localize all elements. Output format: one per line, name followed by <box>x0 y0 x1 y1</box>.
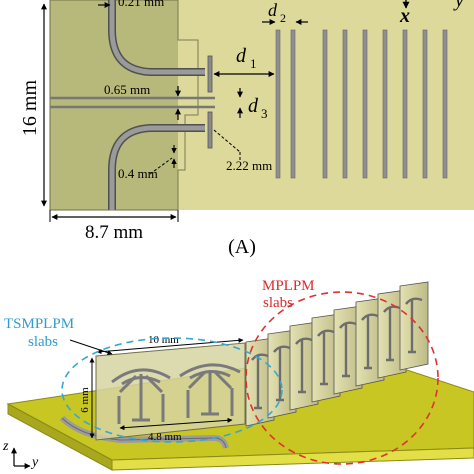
dim-10mm-label: 10 mm <box>148 334 179 346</box>
gap-04-label: 0.4 mm <box>118 166 158 181</box>
d1-subscript: 1 <box>250 56 257 71</box>
gap-222-label: 2.22 mm <box>226 158 272 173</box>
tsmplpm-element-right <box>179 363 241 418</box>
top-partial-label: 0.21 mm <box>118 0 164 9</box>
tsmplpm-slab <box>95 342 246 441</box>
tsmplpm-label-line1: TSMPLPM <box>4 316 74 332</box>
board-left-edge <box>7 403 113 471</box>
axis-y-label-b: y <box>30 455 39 470</box>
gap-04-leader <box>149 157 173 175</box>
panel-a-label: (A) <box>228 236 256 258</box>
mplpm-elements <box>251 297 423 410</box>
tsmplpm-label-line2: slabs <box>28 334 58 350</box>
mplpm-label-line1: MPLPM <box>262 278 315 294</box>
gap-065-label: 0.65 mm <box>104 82 150 97</box>
terminal-bar-upper <box>207 55 213 93</box>
d2-subscript: 2 <box>280 11 286 25</box>
dim-10mm-line <box>96 337 244 355</box>
tsmplpm-highlight-ellipse <box>61 337 283 443</box>
width-label: 8.7 mm <box>85 222 143 243</box>
mplpm-highlight-ellipse <box>245 291 439 465</box>
panel-a: 16 mm 8.7 mm 0.21 mm d 1 d 2 x y 0.65 mm… <box>19 0 474 258</box>
tsmplpm-leader-line <box>69 339 113 355</box>
height-label: 16 mm <box>19 80 41 137</box>
grating-bars <box>275 29 448 179</box>
dim-6mm-label: 6 mm <box>79 387 91 413</box>
axis-y-label: y <box>453 0 464 11</box>
axis-x-label: x <box>399 5 410 27</box>
d1-label: d <box>236 45 247 67</box>
d2-label: d <box>268 0 278 20</box>
d3-subscript: 3 <box>261 106 268 121</box>
panel-b: 10 mm 6 mm 4.8 mm <box>2 278 474 471</box>
mplpm-label-line2: slabs <box>263 295 293 311</box>
axis-z-label: z <box>2 439 9 454</box>
terminal-bar-lower <box>207 111 213 149</box>
d3-label: d <box>248 95 259 117</box>
dim-222-leader <box>213 129 241 153</box>
dim-48mm-line <box>119 417 233 431</box>
dim-48mm-label: 4.8 mm <box>148 431 182 443</box>
axis-triad: z y <box>2 439 39 470</box>
